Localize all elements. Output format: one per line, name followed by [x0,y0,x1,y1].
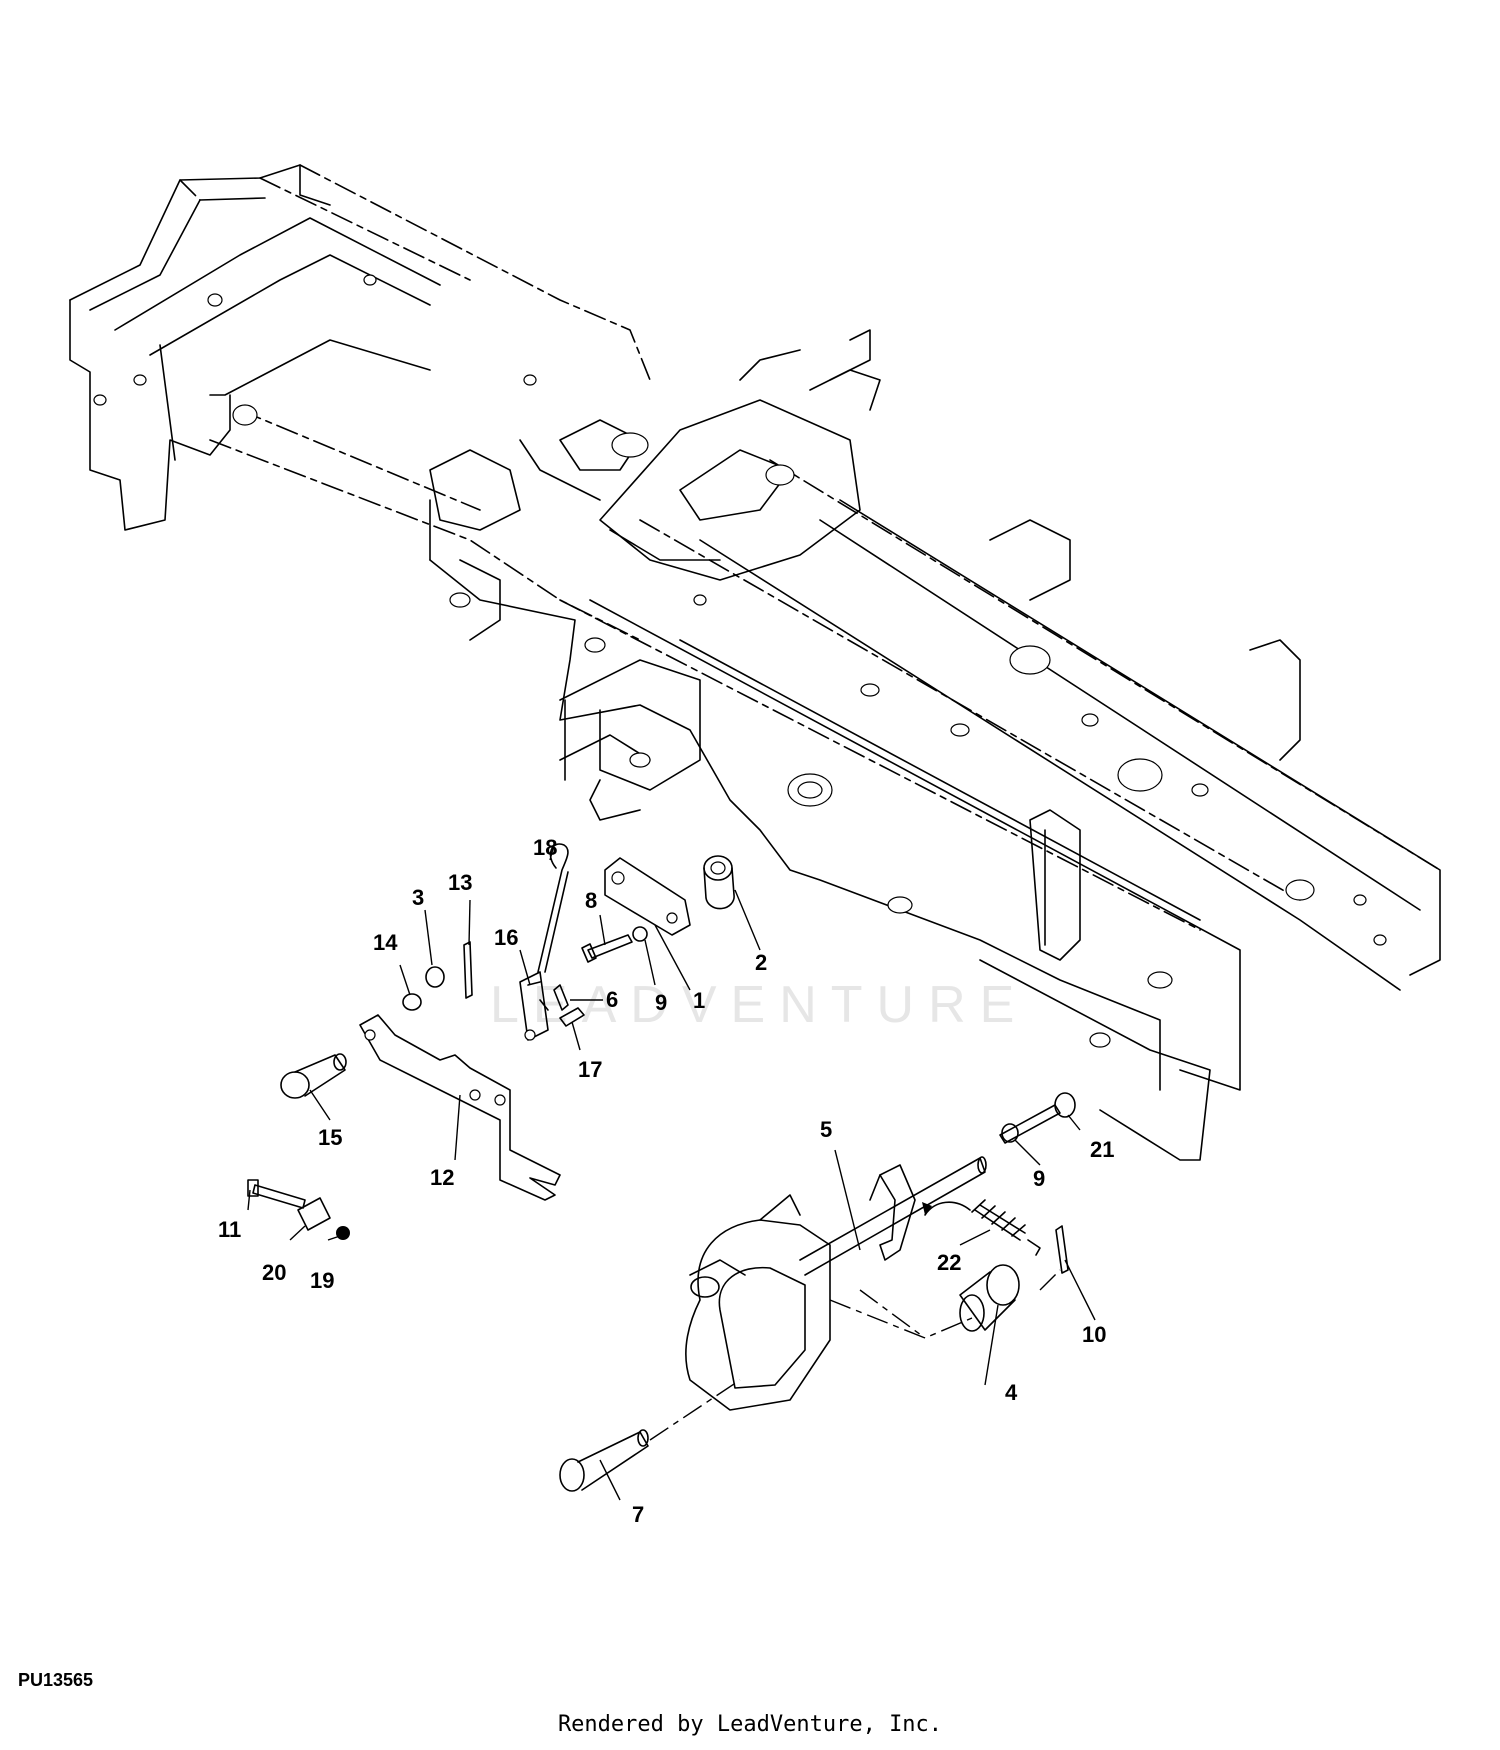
callout-17: 17 [578,1057,602,1082]
callout-10: 10 [1082,1322,1106,1347]
callout-4: 4 [1005,1380,1018,1405]
part-10-cotter [1055,1225,1069,1274]
callout-9: 9 [655,990,667,1015]
callout-2: 2 [755,950,767,975]
part-4-bushing [959,1264,1020,1332]
callout-20: 20 [262,1260,286,1285]
callout-16: 16 [494,925,518,950]
part-16-clevis [519,971,549,1041]
part-20-clip [297,1197,331,1231]
render-credit-text: Rendered by LeadVenture, Inc. [557,1712,943,1737]
part-19-nut [336,1226,350,1240]
leader-lines [247,844,1096,1501]
callout-8: 8 [585,888,597,913]
part-11-bolt [247,1179,306,1209]
callout-14: 14 [373,930,398,955]
watermark-text: LEADVENTURE [490,976,1029,1034]
callout-19: 19 [310,1268,334,1293]
part-9-washer [632,926,648,942]
part-18-rod [537,843,569,973]
part-3-washer [425,966,445,988]
tractor-frame [69,164,1441,1161]
callout-11: 11 [218,1217,241,1242]
callout-9-lower: 9 [1033,1166,1045,1191]
part-12-lever [359,1014,561,1201]
part-6-pin [553,984,569,1011]
part-15-pin [280,1053,347,1099]
callout-7: 7 [632,1502,644,1527]
part-5-hitch-assembly [685,1156,987,1411]
callout-labels: 1 2 3 4 5 6 7 8 9 9 10 11 12 13 14 15 16… [218,835,1114,1527]
part-22-spring [971,1199,1041,1256]
callout-12: 12 [430,1165,454,1190]
part-17-pin [559,1007,585,1027]
part-2-bushing [703,855,735,910]
callout-6: 6 [606,987,618,1012]
rotation-arrow [924,1201,971,1216]
part-13-cotter [463,941,473,999]
part-8-bolt [581,934,633,963]
callout-3: 3 [412,885,424,910]
part-1-lever-plate [604,857,691,936]
callout-15: 15 [318,1125,342,1150]
callout-18: 18 [533,835,557,860]
callout-22: 22 [937,1250,961,1275]
part-9-washer-lower [1001,1123,1019,1143]
callout-5: 5 [820,1117,832,1142]
figure-id-label: PU13565 [18,1670,94,1690]
part-14-washer [402,993,422,1011]
part-21-bolt [999,1092,1076,1144]
callout-13: 13 [448,870,472,895]
callout-21: 21 [1090,1137,1114,1162]
callout-1: 1 [693,988,705,1013]
part-7-pin [559,1429,649,1492]
